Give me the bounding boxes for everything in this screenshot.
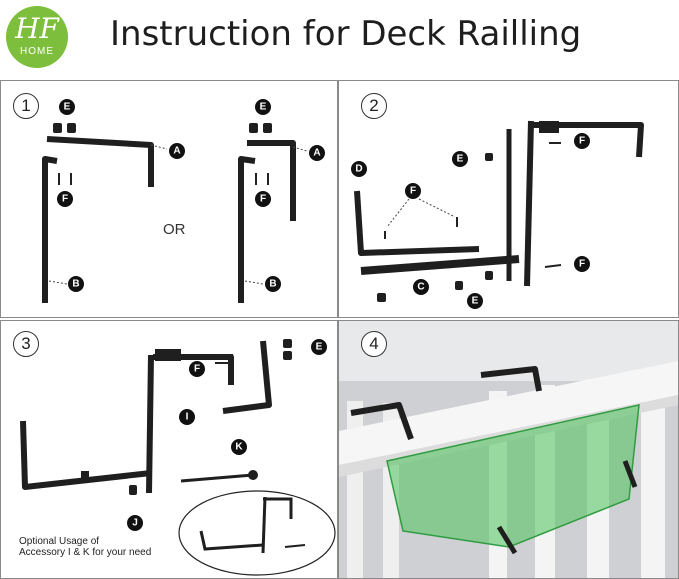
step-1-illustration: E A F B E A F B bbox=[42, 99, 325, 303]
green-planter-box bbox=[386, 404, 640, 548]
bracket-b-upright bbox=[524, 120, 534, 287]
label-i-circle bbox=[179, 409, 195, 425]
step-2-number: 2 bbox=[361, 93, 387, 119]
step-1-panel: 1 E A F B E A bbox=[0, 80, 338, 318]
bolts-f bbox=[58, 173, 72, 185]
label-a-circle bbox=[169, 143, 185, 159]
cap-e-left bbox=[377, 293, 386, 302]
bracket-i bbox=[222, 340, 272, 414]
label-e-top: E bbox=[457, 154, 464, 165]
label-j-circle bbox=[127, 515, 143, 531]
label-a-alt-circle bbox=[309, 145, 325, 161]
bracket-c bbox=[360, 255, 520, 275]
bracket-a-top bbox=[529, 122, 644, 158]
bracket-clamp bbox=[539, 121, 559, 133]
label-f-top-circle bbox=[574, 133, 590, 149]
bolts-f bbox=[215, 354, 233, 364]
optional-usage-callout bbox=[178, 490, 336, 576]
installed-planter-photo bbox=[339, 321, 678, 578]
bracket-d bbox=[354, 190, 480, 256]
label-f-circle bbox=[57, 191, 73, 207]
label-f: F bbox=[62, 194, 68, 205]
clip-j bbox=[129, 485, 137, 495]
bracket-a-alt bbox=[247, 140, 296, 221]
label-d-circle bbox=[351, 161, 367, 177]
bracket-a bbox=[46, 136, 154, 187]
label-a: A bbox=[173, 146, 180, 157]
label-j: J bbox=[132, 518, 138, 529]
caps-e bbox=[283, 339, 292, 360]
label-i: I bbox=[186, 412, 189, 423]
step-2-illustration: F E D F C E F bbox=[351, 120, 644, 309]
label-f-alt: F bbox=[260, 194, 266, 205]
label-e-alt-circle bbox=[255, 99, 271, 115]
bracket-clamp bbox=[155, 349, 181, 361]
bracket-b-upright bbox=[146, 354, 154, 494]
spacer-caps-e-alt bbox=[249, 123, 272, 133]
label-d: D bbox=[355, 164, 362, 175]
bolt-f-bottom bbox=[544, 264, 562, 268]
label-e: E bbox=[316, 342, 323, 353]
label-c: C bbox=[417, 282, 424, 293]
bracket-b-alt bbox=[238, 156, 256, 303]
label-f-alt-circle bbox=[255, 191, 271, 207]
label-f-circle bbox=[189, 361, 205, 377]
step-1-number: 1 bbox=[13, 93, 39, 119]
label-f-bottom-circle bbox=[574, 256, 590, 272]
label-e-circle bbox=[311, 339, 327, 355]
label-e-circle bbox=[59, 99, 75, 115]
label-f-top: F bbox=[579, 136, 585, 147]
or-text: OR bbox=[163, 221, 186, 238]
label-b-alt: B bbox=[269, 279, 276, 290]
logo-mark: HF bbox=[15, 12, 59, 45]
brand-logo: HF HOME bbox=[6, 6, 68, 68]
bracket-b bbox=[42, 156, 58, 303]
label-b-alt-circle bbox=[265, 276, 281, 292]
label-k: K bbox=[235, 442, 243, 453]
step-4-panel: 4 bbox=[338, 320, 679, 579]
label-e: E bbox=[64, 102, 71, 113]
optional-usage-note: Optional Usage of Accessory I & K for yo… bbox=[19, 536, 151, 558]
label-f-mid-circle bbox=[405, 183, 421, 199]
label-f-bottom: F bbox=[579, 259, 585, 270]
label-b-circle bbox=[68, 276, 84, 292]
step-4-number: 4 bbox=[361, 331, 387, 357]
label-k-circle bbox=[231, 439, 247, 455]
step-3-number: 3 bbox=[13, 331, 39, 357]
rod-k bbox=[180, 473, 254, 483]
label-f: F bbox=[194, 364, 200, 375]
label-f-mid: F bbox=[410, 186, 416, 197]
railing-top bbox=[339, 361, 678, 465]
label-e-alt: E bbox=[260, 102, 267, 113]
spacer-caps-e bbox=[53, 123, 76, 133]
label-a-alt: A bbox=[313, 148, 320, 159]
bracket-right bbox=[480, 366, 542, 392]
label-e-bottom-circle bbox=[467, 293, 483, 309]
logo-subtext: HOME bbox=[20, 46, 54, 57]
clamp-piece bbox=[81, 471, 89, 479]
optional-usage-note-line1: Optional Usage of bbox=[19, 536, 100, 547]
optional-usage-note-line2: Accessory I & K for your need bbox=[19, 547, 152, 558]
cap-e-top bbox=[485, 153, 493, 161]
bracket-d bbox=[20, 420, 152, 490]
step-3-illustration: F E I K J bbox=[20, 339, 336, 576]
label-c-circle bbox=[413, 279, 429, 295]
label-b: B bbox=[72, 279, 79, 290]
bracket-left bbox=[350, 402, 414, 440]
step-2-panel: 2 F E D F C E F bbox=[338, 80, 679, 318]
step-3-panel: 3 F E I K J Optional Usa bbox=[0, 320, 338, 579]
label-e-top-circle bbox=[452, 151, 468, 167]
cap-e-right bbox=[485, 271, 493, 280]
bolts-f-alt bbox=[255, 173, 269, 185]
page-title: Instruction for Deck Railling bbox=[110, 14, 582, 54]
cap-e-mid bbox=[455, 281, 463, 290]
label-e-bottom: E bbox=[472, 296, 479, 307]
